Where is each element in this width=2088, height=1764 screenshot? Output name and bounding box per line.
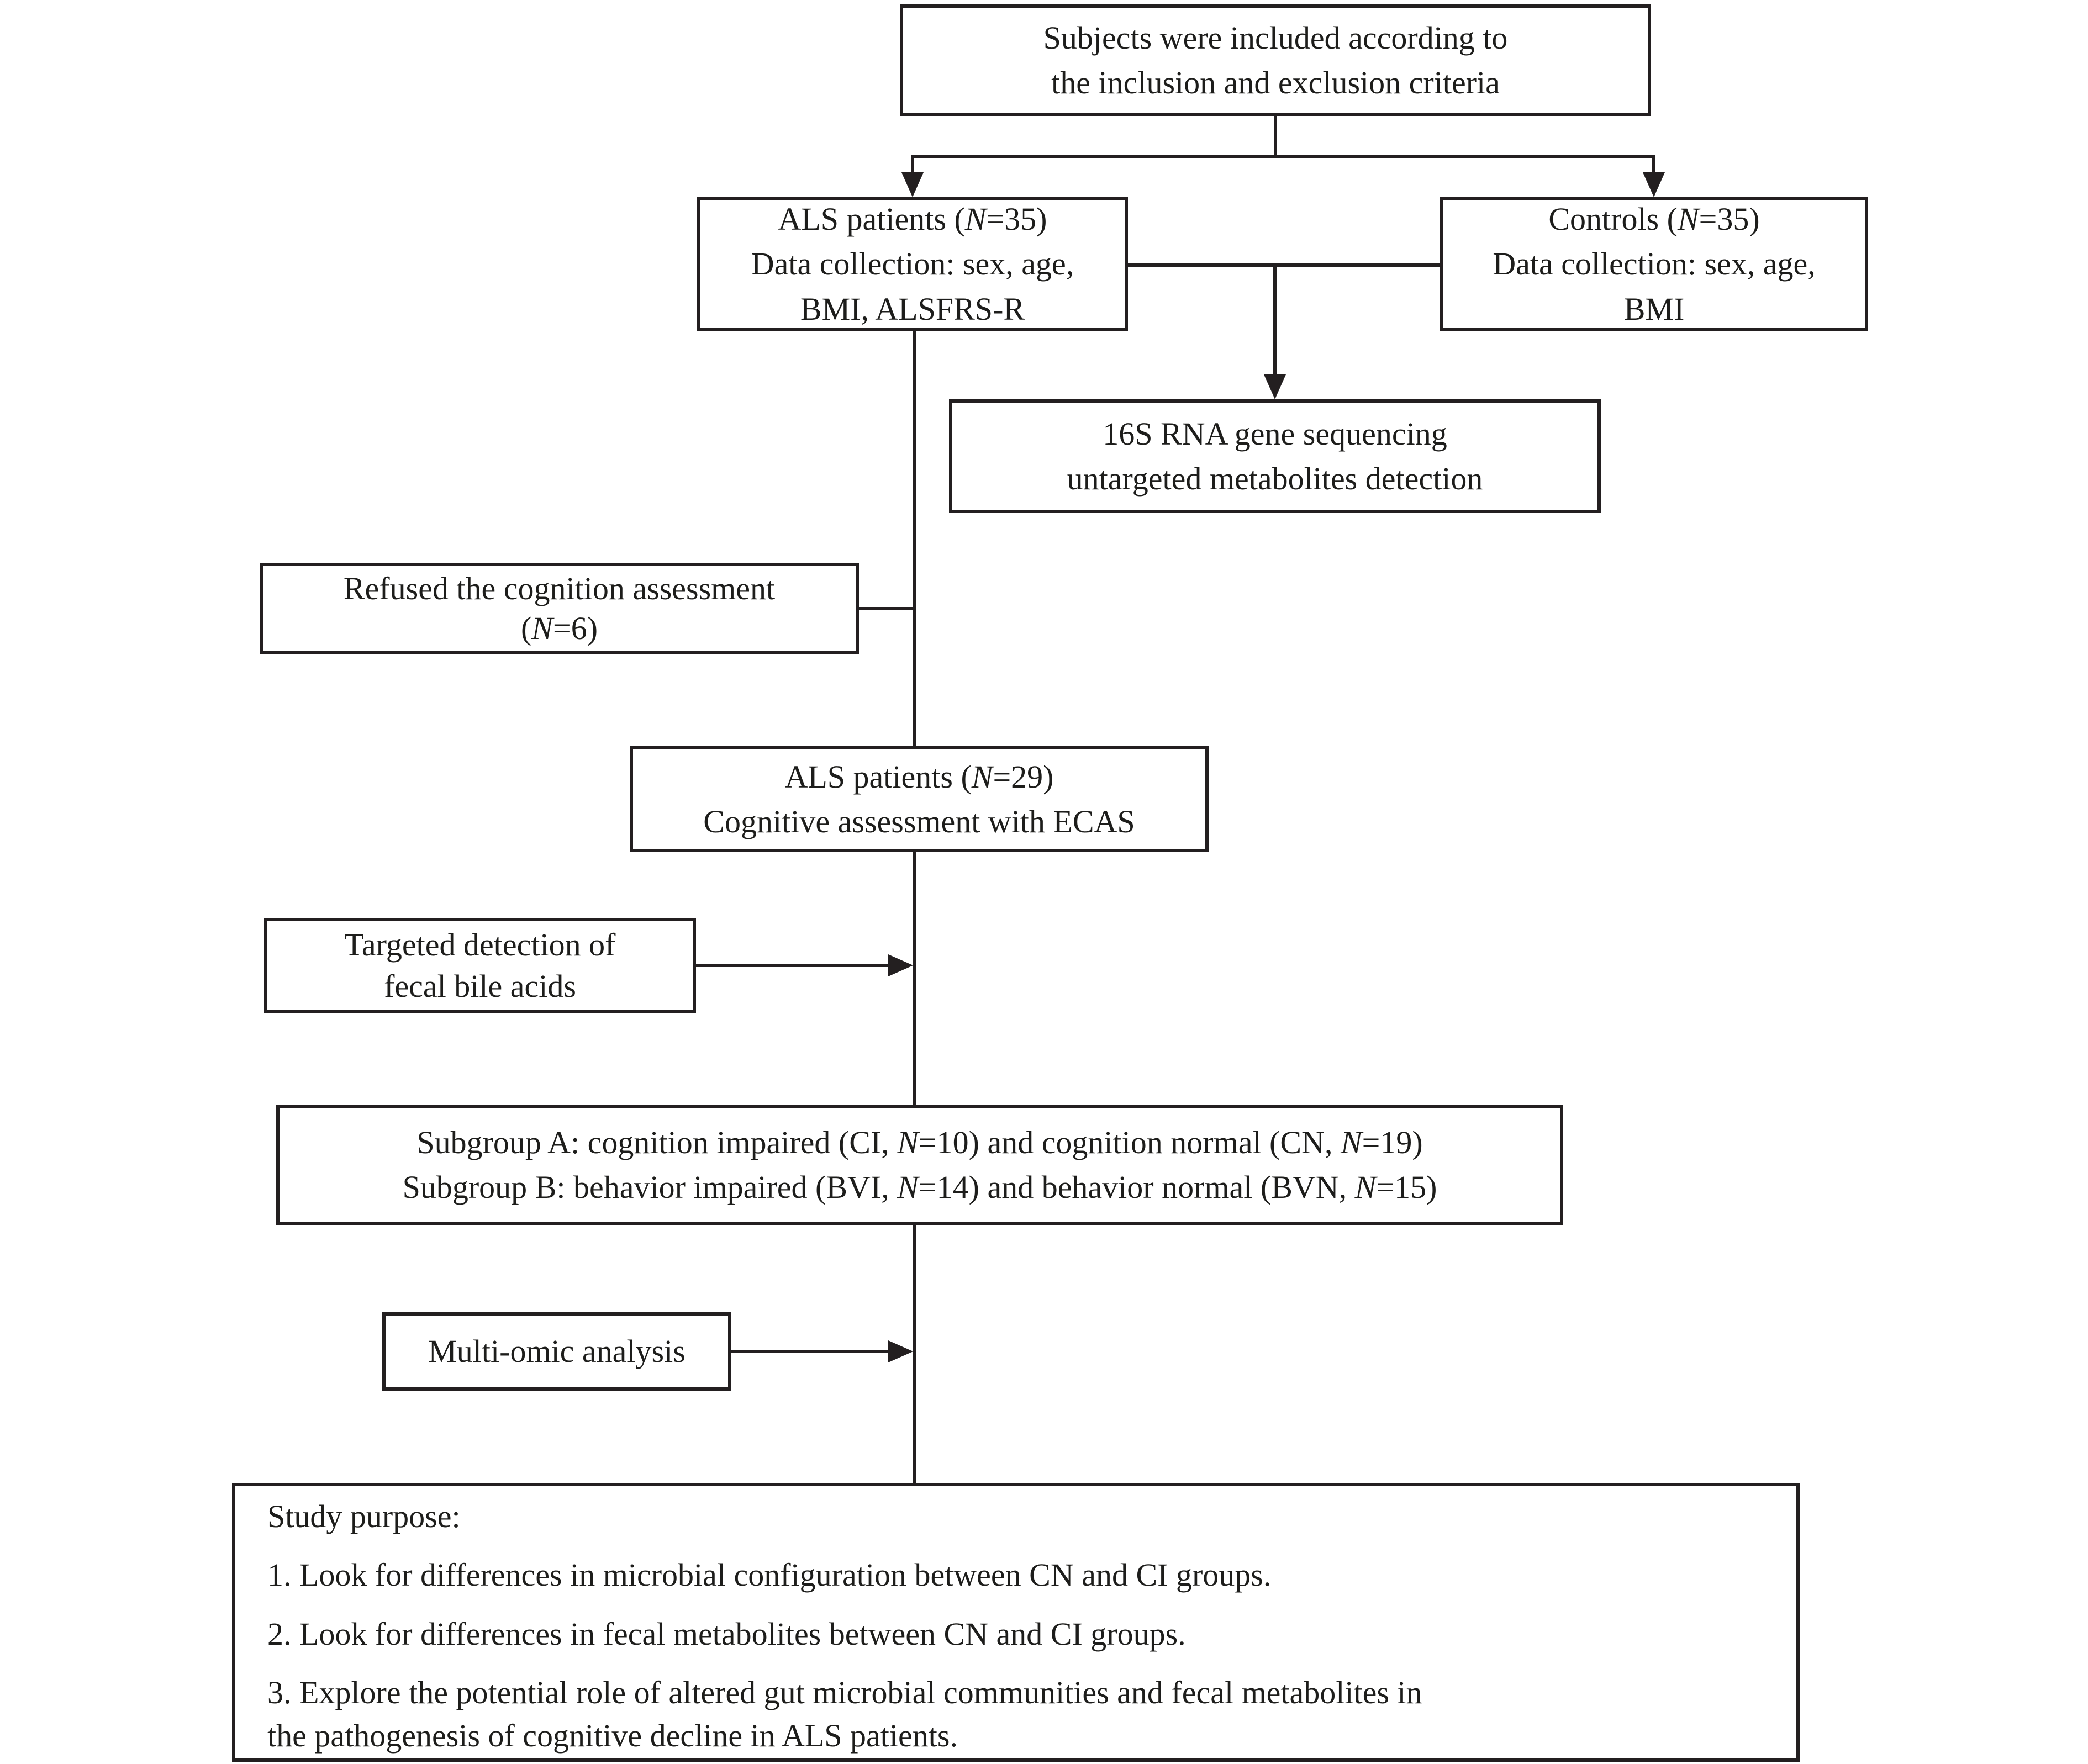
arrowhead-down-controls: [1643, 172, 1665, 197]
box-bile-acids: Targeted detection of fecal bile acids: [264, 918, 696, 1013]
box-line: Multi-omic analysis: [428, 1333, 686, 1370]
box-als-patients: ALS patients (N=35) Data collection: sex…: [697, 197, 1128, 331]
box-line: untargeted metabolites detection: [1067, 461, 1483, 497]
box-line: Subgroup B: behavior impaired (BVI, N=14…: [402, 1169, 1437, 1205]
box-line: Cognitive assessment with ECAS: [703, 804, 1135, 839]
box-line: ALS patients (N=29): [784, 758, 1054, 795]
box-line: (N=6): [520, 610, 598, 646]
box-multiomic-analysis: Multi-omic analysis: [382, 1312, 731, 1391]
box-subgroups: Subgroup A: cognition impaired (CI, N=10…: [276, 1105, 1563, 1225]
box-line: Refused the cognition assessment: [343, 570, 776, 606]
study-purpose-title: Study purpose:: [267, 1498, 461, 1534]
box-ecas-assessment: ALS patients (N=29) Cognitive assessment…: [630, 746, 1209, 852]
box-line: BMI, ALSFRS-R: [800, 291, 1025, 327]
study-purpose-item: 1. Look for differences in microbial con…: [267, 1557, 1272, 1593]
study-purpose-item: 3. Explore the potential role of altered…: [267, 1674, 1422, 1710]
box-line: 16S RNA gene sequencing: [1103, 415, 1447, 452]
arrowhead-down-als: [901, 172, 924, 197]
box-line: ALS patients (N=35): [778, 201, 1047, 237]
study-purpose-item-continued: the pathogenesis of cognitive decline in…: [267, 1718, 958, 1754]
arrowhead-down-sequencing: [1264, 374, 1286, 399]
box-line: fecal bile acids: [384, 968, 576, 1004]
box-line: Subgroup A: cognition impaired (CI, N=10…: [416, 1124, 1423, 1160]
box-line: Controls (N=35): [1548, 201, 1760, 237]
box-controls: Controls (N=35) Data collection: sex, ag…: [1440, 197, 1868, 331]
box-line: Subjects were included according to: [1043, 19, 1508, 56]
study-purpose-item: 2. Look for differences in fecal metabol…: [267, 1615, 1186, 1652]
box-line: Targeted detection of: [344, 926, 616, 963]
box-study-purpose: Study purpose: 1. Look for differences i…: [232, 1483, 1800, 1762]
arrowhead-right-bile-acids: [888, 954, 913, 976]
box-line: Data collection: sex, age,: [1493, 246, 1816, 282]
box-refused-assessment: Refused the cognition assessment (N=6): [260, 563, 859, 654]
box-line: BMI: [1623, 291, 1685, 327]
arrowhead-right-multiomic: [888, 1340, 913, 1362]
box-line: the inclusion and exclusion criteria: [1051, 65, 1500, 101]
box-line: Data collection: sex, age,: [751, 246, 1074, 282]
box-inclusion-criteria: Subjects were included according to the …: [900, 4, 1651, 116]
box-sequencing: 16S RNA gene sequencing untargeted metab…: [949, 399, 1601, 513]
